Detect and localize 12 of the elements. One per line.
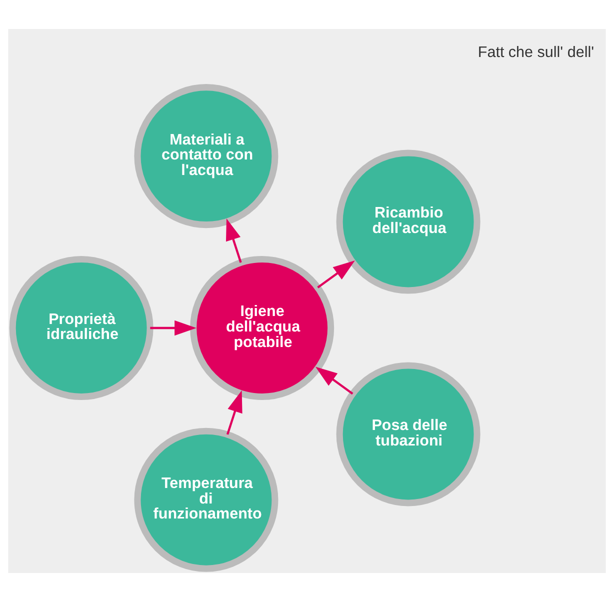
node-circle: Igiene dell'acqua potabile	[190, 255, 334, 400]
node-circle: Temperatura di funzionamento	[134, 427, 278, 572]
arrow	[317, 260, 355, 288]
node-circle: Ricambio dell'acqua	[336, 149, 480, 294]
arrow	[226, 390, 242, 434]
arrow	[226, 218, 242, 262]
arrow	[150, 320, 196, 336]
label: Fatt che sull' dell'	[478, 44, 594, 61]
node-circle: Posa delle tubazioni	[336, 362, 480, 506]
node-circle: Materiali a contatto con l'acqua	[134, 84, 278, 228]
node-circle: Proprietà idrauliche	[9, 255, 154, 400]
arrow	[315, 366, 354, 394]
